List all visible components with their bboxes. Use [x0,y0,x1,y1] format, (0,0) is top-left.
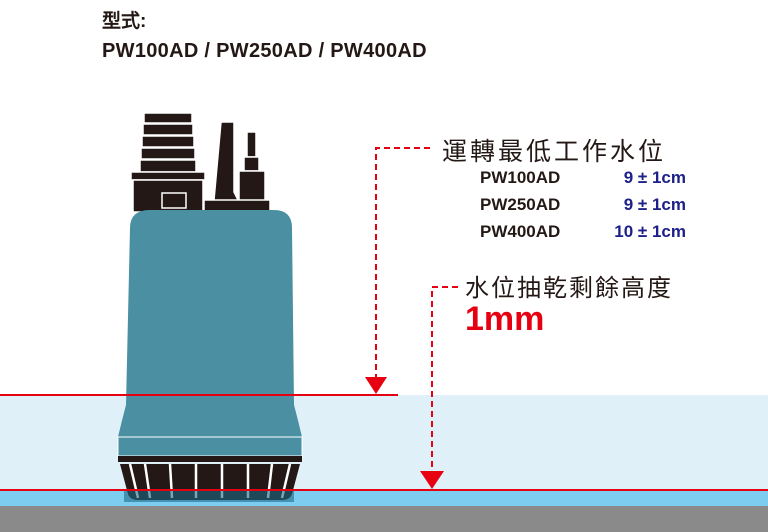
model-label: 型式: [102,11,147,32]
residual-water-value: 1mm [465,300,545,338]
residual-leader [431,286,458,472]
spec-model: PW250AD [480,195,561,214]
water-area [0,395,768,490]
pump-collar [117,436,303,457]
spec-value: 9 ± 1cm [623,195,686,214]
spec-row: PW400AD 10 ± 1cm [480,222,686,242]
spec-value: 9 ± 1cm [623,168,686,187]
water-bottom-layer [0,490,768,506]
min-operating-level-title: 運轉最低工作水位 [442,137,667,166]
pump-band [118,456,302,462]
min-level-leader [375,147,430,378]
spec-model: PW400AD [480,222,561,241]
residual-water-title: 水位抽乾剩餘高度 [465,274,673,302]
pump-motor-top [130,112,271,213]
pump-body [118,210,302,437]
spec-value: 10 ± 1cm [614,222,686,241]
spec-model: PW100AD [480,168,561,187]
pump-grille [120,463,300,502]
spec-row: PW250AD 9 ± 1cm [480,195,686,215]
spec-row: PW100AD 9 ± 1cm [480,168,686,188]
model-list: PW100AD / PW250AD / PW400AD [102,40,427,62]
min-level-arrow-icon [365,377,387,394]
ground [0,506,768,532]
residual-arrow-icon [420,471,444,489]
